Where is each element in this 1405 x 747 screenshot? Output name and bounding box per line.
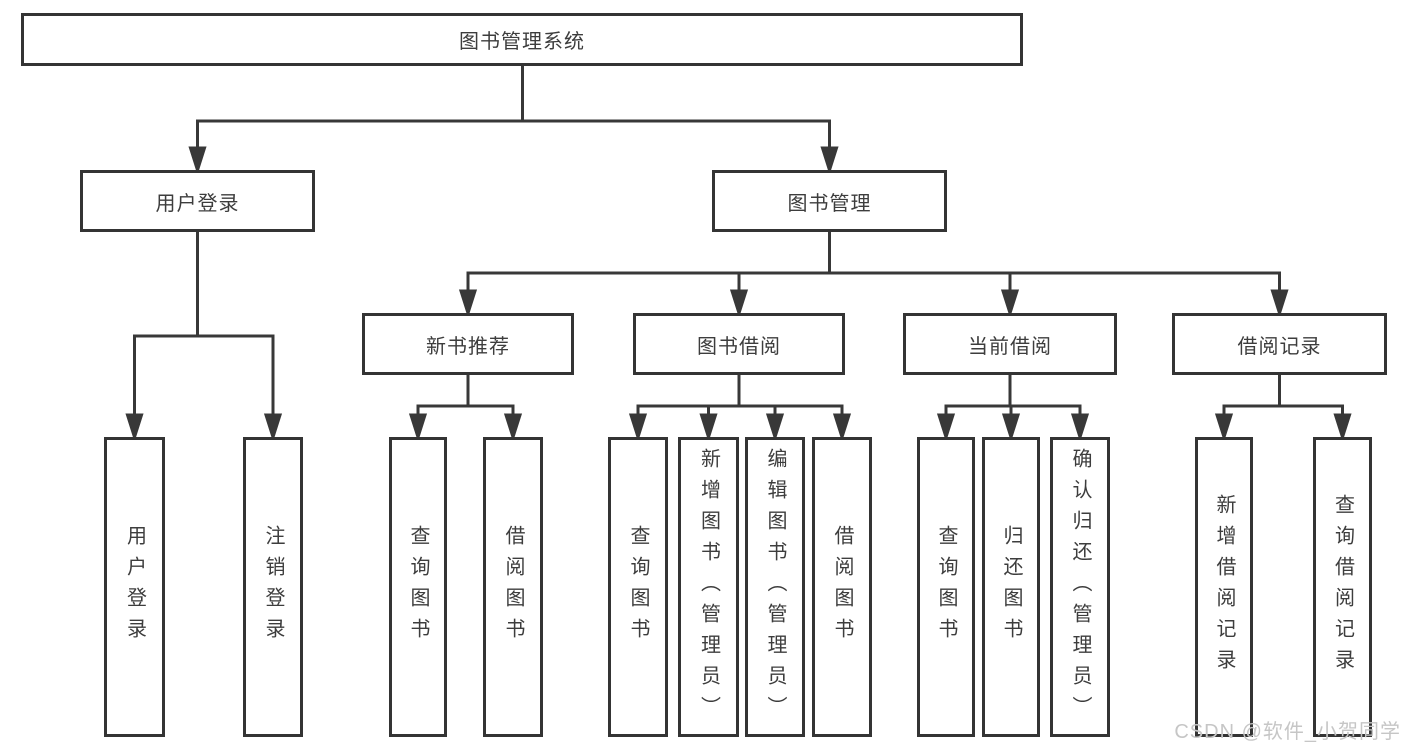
leaf-borrowing-edit-books-admin: 编辑图书（管理员） — [745, 437, 805, 737]
leaf-current-return-books: 归还图书 — [982, 437, 1040, 737]
node-book-management: 图书管理 — [712, 170, 947, 232]
node-book-borrowing: 图书借阅 — [633, 313, 845, 375]
node-new-book-recommendation: 新书推荐 — [362, 313, 574, 375]
leaf-current-query-books: 查询图书 — [917, 437, 975, 737]
leaf-recommend-query-books: 查询图书 — [389, 437, 447, 737]
leaf-user-login: 用户登录 — [104, 437, 165, 737]
node-user-login: 用户登录 — [80, 170, 315, 232]
leaf-records-query-borrow-record: 查询借阅记录 — [1313, 437, 1372, 737]
leaf-records-add-borrow-record: 新增借阅记录 — [1195, 437, 1253, 737]
node-library-management-system: 图书管理系统 — [21, 13, 1023, 66]
leaf-current-confirm-return-admin: 确认归还（管理员） — [1050, 437, 1110, 737]
leaf-borrowing-add-books-admin: 新增图书（管理员） — [678, 437, 739, 737]
leaf-borrowing-query-books: 查询图书 — [608, 437, 668, 737]
leaf-borrowing-borrow-books: 借阅图书 — [812, 437, 872, 737]
node-current-borrowing: 当前借阅 — [903, 313, 1117, 375]
leaf-logout: 注销登录 — [243, 437, 303, 737]
node-borrowing-records: 借阅记录 — [1172, 313, 1387, 375]
leaf-recommend-borrow-books: 借阅图书 — [483, 437, 543, 737]
